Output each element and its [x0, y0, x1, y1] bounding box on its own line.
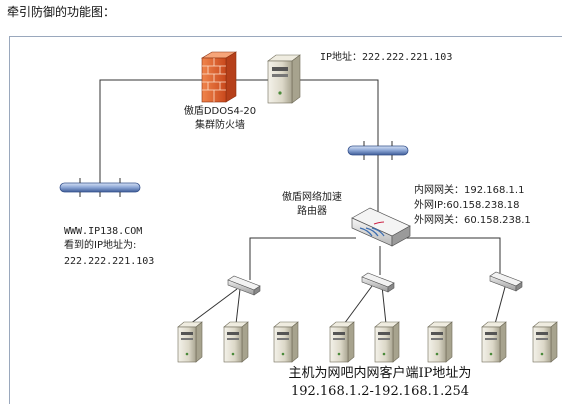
tower-server-icon [273, 321, 299, 363]
link-left-hub-firewall [99, 79, 208, 180]
client-pcs [177, 321, 558, 363]
tower-server-icon [427, 321, 453, 363]
clients-caption-line2: 192.168.1.2-192.168.1.254 [290, 384, 470, 399]
switch-icon [489, 271, 523, 292]
seen-ip-value: 222.222.221.103 [64, 256, 155, 267]
link-sw2-pc5 [381, 285, 387, 325]
tower-server-icon [481, 321, 507, 363]
link-router-switch-right [406, 237, 501, 273]
lan-gateway-label: 内网网关：192.168.1.1 [414, 185, 525, 196]
tower-server-icon [267, 54, 301, 104]
tower-server-icon [177, 321, 203, 363]
wan-gateway-label: 外网网关：60.158.238.1 [414, 215, 531, 226]
link-sw1-pc1 [189, 288, 238, 325]
switch-icon [227, 275, 261, 296]
firewall-name-label-2: 集群防火墙 [195, 120, 245, 131]
site-name-label: WWW.IP138.COM [64, 226, 143, 237]
tower-server-icon [374, 321, 400, 363]
link-sw3-pc7 [494, 286, 506, 325]
page-title: 牵引防御的功能图： [7, 5, 116, 19]
tower-server-icon [532, 321, 558, 363]
router-icon [351, 207, 411, 247]
tower-server-icon [223, 321, 249, 363]
wan-ip-label: 外网IP:60.158.238.18 [414, 200, 520, 211]
router-name-label-1: 傲盾网络加速 [282, 192, 342, 203]
hub-left [59, 178, 141, 197]
link-sw2-pc4 [343, 285, 373, 325]
link-router-switch-left [249, 237, 356, 280]
link-server-top-hub [300, 79, 379, 148]
seen-ip-caption: 看到的IP地址为: [64, 240, 137, 251]
connection-lines [99, 79, 506, 325]
link-sw1-pc2 [235, 288, 241, 325]
firewall-name-label-1: 傲盾DDOS4-20 [183, 106, 257, 117]
clients-caption-line1: 主机为网吧内网客户端IP地址为 [288, 366, 472, 381]
brick-firewall-icon [200, 51, 238, 103]
firewall-ip-label: IP地址：222.222.221.103 [320, 52, 453, 63]
switch-icon [361, 272, 395, 293]
router-name-label-2: 路由器 [297, 206, 327, 217]
tower-server-icon [329, 321, 355, 363]
hub-top [347, 141, 409, 160]
